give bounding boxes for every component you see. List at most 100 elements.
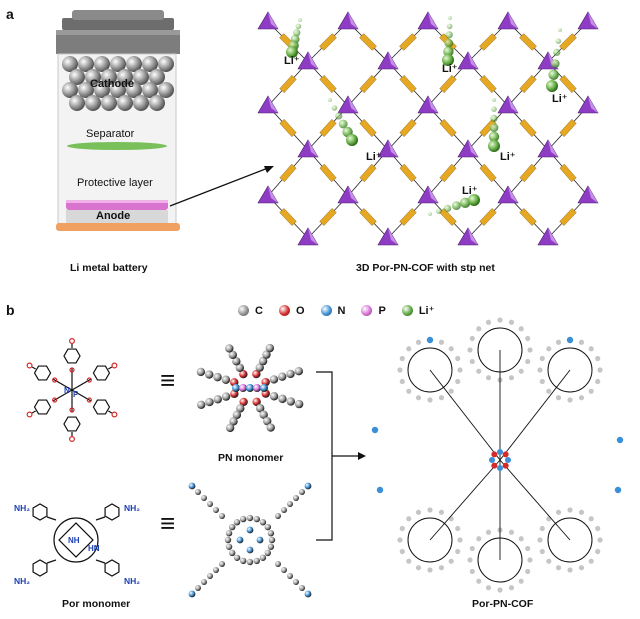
- li-ion-sphere: [338, 119, 348, 129]
- battery-base: [56, 223, 180, 231]
- pn-atom: [236, 404, 245, 413]
- node-face: [428, 96, 438, 113]
- node-face: [548, 228, 558, 245]
- pn-ester-o: [52, 397, 58, 403]
- cof-porphyrin-ring: [407, 347, 453, 393]
- cof-porphyrin-ring: [547, 347, 593, 393]
- cof-atom: [406, 558, 412, 564]
- linker-bar: [319, 33, 337, 51]
- por-arm-atom: [281, 567, 287, 573]
- cathode-sphere: [85, 95, 101, 111]
- cathode-spheres: [62, 56, 174, 111]
- linker-bar: [559, 163, 577, 183]
- pn-benzene-ring: [63, 348, 81, 364]
- cof-core-atom: [502, 462, 509, 469]
- cof-terminal-n: [566, 336, 574, 344]
- pn-atom: [225, 344, 234, 353]
- por-ring-atom: [233, 519, 241, 526]
- cof-atom: [476, 368, 482, 374]
- pn-atom: [205, 397, 214, 407]
- por-n-atom: [236, 536, 244, 544]
- pn-atom: [255, 363, 264, 372]
- cathode-sphere: [101, 95, 117, 111]
- cof-atom: [467, 347, 473, 353]
- por-amine-n: [188, 482, 196, 490]
- por-arm-atom: [201, 495, 207, 501]
- cathode-sphere: [133, 69, 149, 85]
- cof-atom: [497, 587, 503, 593]
- legend-item-0: C: [238, 305, 263, 317]
- separator-layer: [67, 142, 167, 150]
- cof-atom: [427, 507, 433, 513]
- cof-atom: [485, 319, 492, 325]
- cof-atom: [518, 326, 524, 332]
- por-ring-atom: [253, 515, 260, 523]
- equiv-symbol-pn: ≡: [160, 365, 176, 395]
- linker-bar: [359, 119, 377, 137]
- por-benzene-ring: [104, 503, 120, 521]
- cof-atom: [476, 536, 482, 542]
- por-arm-atom: [287, 573, 293, 579]
- cof-core-atom: [491, 462, 498, 469]
- legend-dot: [361, 305, 373, 316]
- li-ion-sphere: [488, 140, 500, 152]
- cathode-sphere: [62, 56, 78, 72]
- cof-atom: [469, 545, 475, 552]
- node-face: [508, 96, 518, 113]
- cof-atom: [555, 339, 562, 345]
- cathode-sphere: [94, 56, 110, 72]
- linker-bar: [559, 119, 577, 137]
- pn-core-atom: [260, 384, 268, 392]
- por-arm-atom: [287, 501, 293, 507]
- separator-label: Separator: [86, 128, 135, 140]
- por-arm-atom: [293, 495, 299, 501]
- panel-a-letter: a: [6, 6, 14, 22]
- linker-bar: [399, 163, 417, 183]
- li-ion-sphere: [335, 112, 343, 120]
- node-face: [308, 228, 318, 245]
- por-bond: [95, 559, 106, 564]
- pn-atom: [269, 392, 279, 401]
- cof-porphyrin-ring: [407, 517, 453, 563]
- cof-atom: [539, 378, 545, 385]
- cof-atom: [455, 378, 461, 385]
- por-n-atom: [246, 526, 254, 534]
- node-face: [588, 12, 598, 29]
- cathode-sphere: [62, 82, 78, 98]
- por-amine-n: [304, 590, 312, 598]
- li-ion-sphere: [446, 23, 453, 30]
- linker-bar: [319, 163, 337, 183]
- cof-atom: [527, 557, 533, 563]
- legend-dot: [278, 305, 290, 316]
- pn-atom: [232, 410, 242, 420]
- cof-atom: [508, 529, 515, 535]
- pn-core-atom: [232, 384, 240, 392]
- node-face: [428, 12, 438, 29]
- cof-atom: [476, 326, 482, 332]
- pn-atom: [213, 395, 222, 404]
- cof-core-atom: [489, 457, 495, 463]
- node-face: [468, 52, 478, 69]
- cof-atom: [527, 347, 533, 353]
- linker-bar: [559, 208, 577, 226]
- por-ring-atom: [246, 514, 254, 522]
- por-arm-atom: [293, 579, 299, 585]
- linker-bar: [479, 163, 497, 183]
- pn-atom: [286, 397, 295, 406]
- por-ring-atom: [259, 554, 267, 561]
- node-face: [268, 12, 278, 29]
- cof-atom: [518, 368, 524, 374]
- cof-atom: [525, 335, 531, 342]
- cof-atom: [415, 339, 422, 345]
- cof-terminal-n: [376, 486, 384, 494]
- li-ion-sphere: [553, 48, 561, 57]
- por-benzene-ring: [32, 503, 48, 521]
- linker-bar: [479, 208, 497, 226]
- cof-atom: [438, 339, 445, 345]
- pn-p-atom: P: [73, 390, 79, 399]
- pn-atom: [252, 397, 261, 407]
- por-arm-atom: [275, 561, 281, 567]
- cof-caption: 3D Por-PN-COF with stp net: [356, 262, 495, 274]
- node-face: [508, 12, 518, 29]
